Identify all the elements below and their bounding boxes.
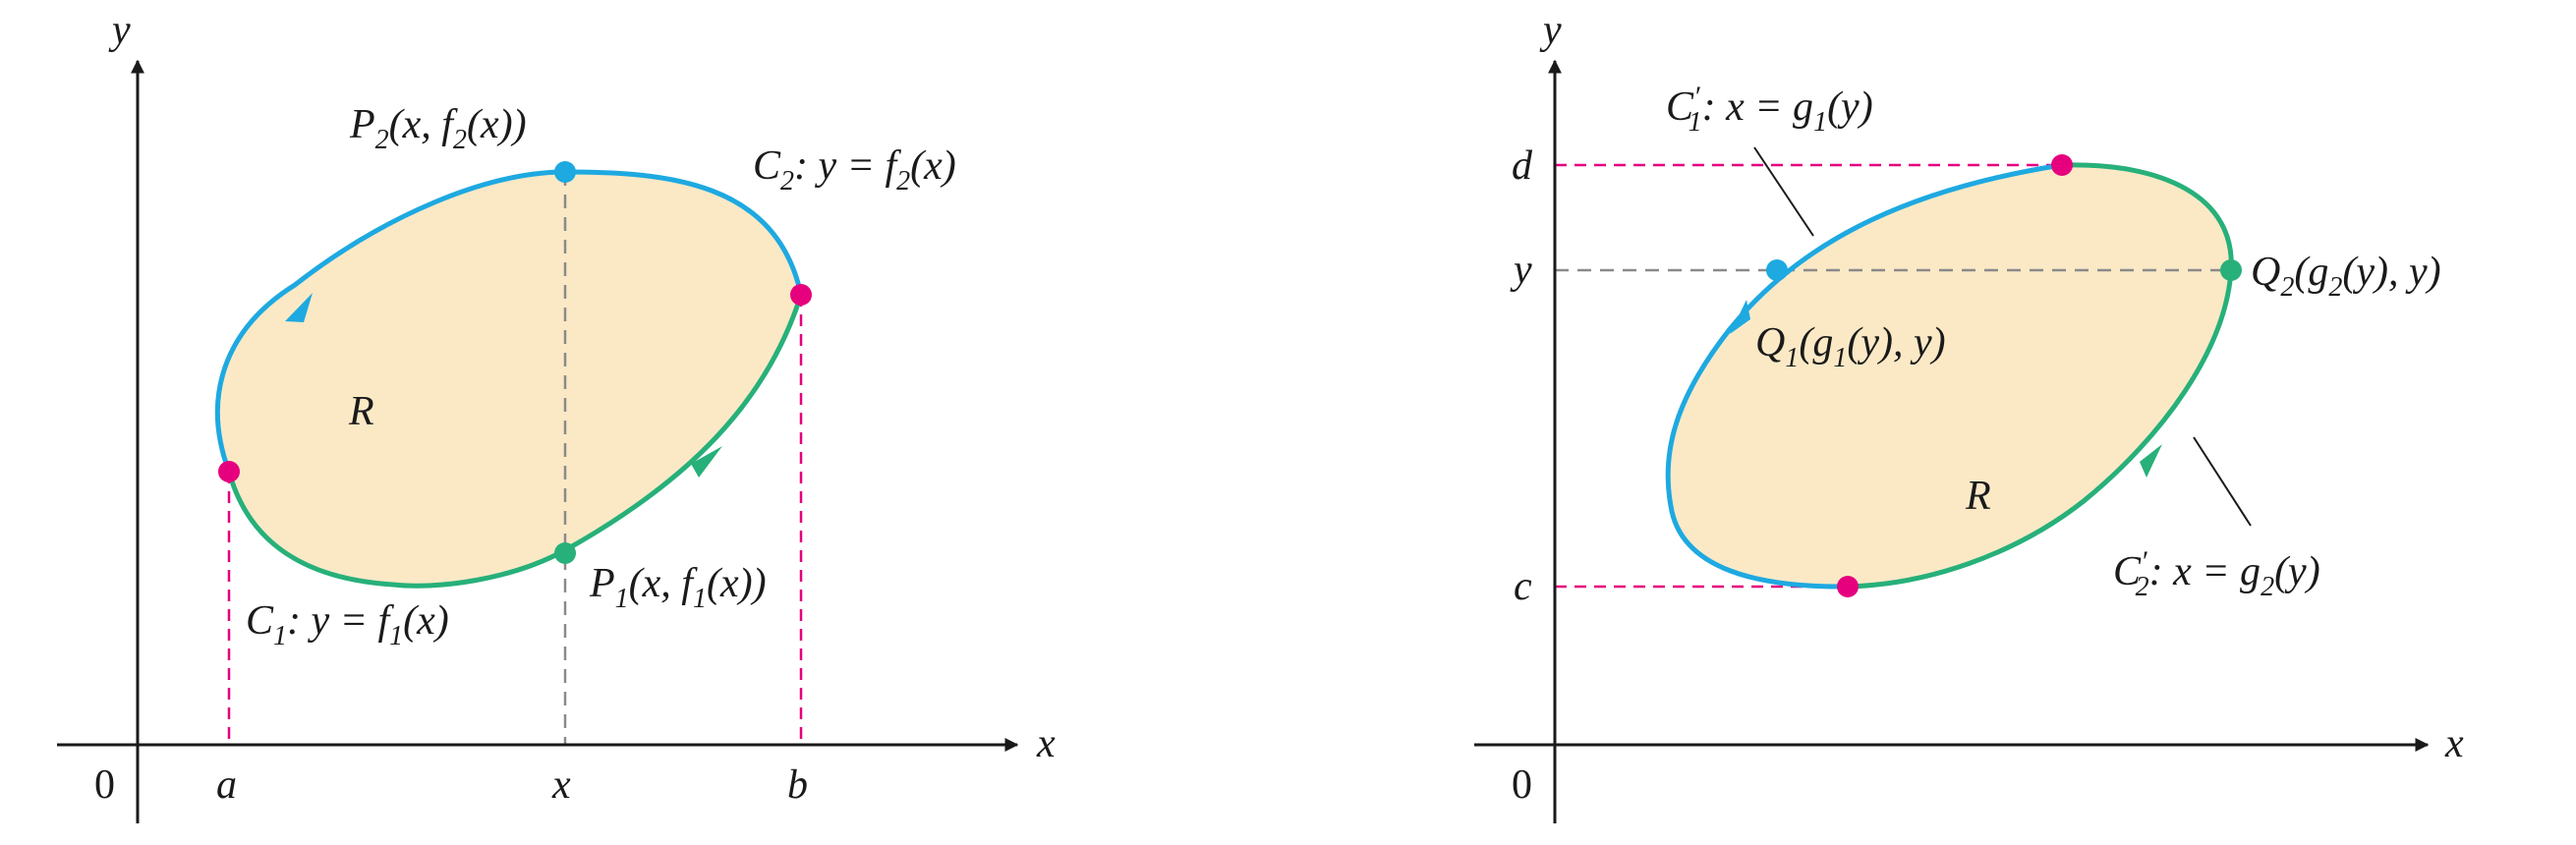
right-panel: y x 0 d y c R C′1: x = g1(y) Q2(g2(y), y…: [1474, 8, 2464, 823]
left-point-b-end: [790, 284, 812, 306]
left-upper-curve-c2: [215, 169, 804, 473]
right-tick-d: d: [1512, 143, 1533, 189]
left-p2-label: P2(x, f2(x)): [349, 102, 527, 155]
left-point-p1: [554, 542, 576, 564]
left-point-a-end: [218, 461, 240, 482]
right-q1-label: Q1(g1(y), y): [1755, 320, 1946, 373]
left-tick-x: x: [551, 762, 571, 808]
right-left-direction-arrow: [1730, 300, 1750, 334]
right-point-c-end: [1837, 576, 1859, 597]
right-left-curve-c1prime: [1665, 162, 2063, 590]
right-right-curve-c2prime: [1847, 162, 2234, 590]
right-q2-label: Q2(g2(y), y): [2251, 250, 2441, 303]
left-tick-b: b: [787, 762, 808, 808]
left-p1-label: P1(x, f1(x)): [589, 561, 767, 614]
left-point-p2: [554, 161, 576, 183]
right-x-axis-label: x: [2444, 721, 2464, 766]
right-c2prime-leader: [2193, 436, 2252, 527]
left-c1-label: C1: y = f1(x): [246, 598, 449, 651]
left-tick-a: a: [216, 762, 237, 808]
right-point-q1: [1766, 259, 1788, 281]
right-origin-label: 0: [1512, 762, 1532, 808]
right-tick-y: y: [1510, 248, 1532, 293]
right-y-axis-label: y: [1539, 8, 1562, 53]
left-c2-label: C2: y = f2(x): [753, 143, 956, 197]
left-panel: y x 0 a x b R P2(x, f2(x)) C2: y = f2(x)…: [57, 8, 1056, 823]
right-c2prime-label: C′2: x = g2(y): [2113, 545, 2320, 602]
right-point-q2: [2220, 259, 2242, 281]
right-c1prime-leader: [1753, 146, 1814, 237]
left-upper-direction-arrow: [285, 293, 313, 322]
left-region-fill: [217, 172, 801, 587]
left-x-axis-label: x: [1036, 721, 1056, 766]
right-region-fill: [1668, 164, 2232, 588]
right-tick-c: c: [1514, 564, 1532, 609]
right-point-d-end: [2051, 154, 2073, 176]
right-right-direction-arrow: [2140, 444, 2162, 478]
right-c1prime-label: C′1: x = g1(y): [1666, 81, 1873, 138]
left-region-label: R: [348, 389, 374, 434]
right-region-label: R: [1965, 474, 1991, 519]
left-y-axis-label: y: [108, 8, 131, 53]
left-origin-label: 0: [94, 762, 115, 808]
left-lower-direction-arrow: [691, 446, 722, 478]
left-lower-curve-c1: [226, 294, 804, 589]
